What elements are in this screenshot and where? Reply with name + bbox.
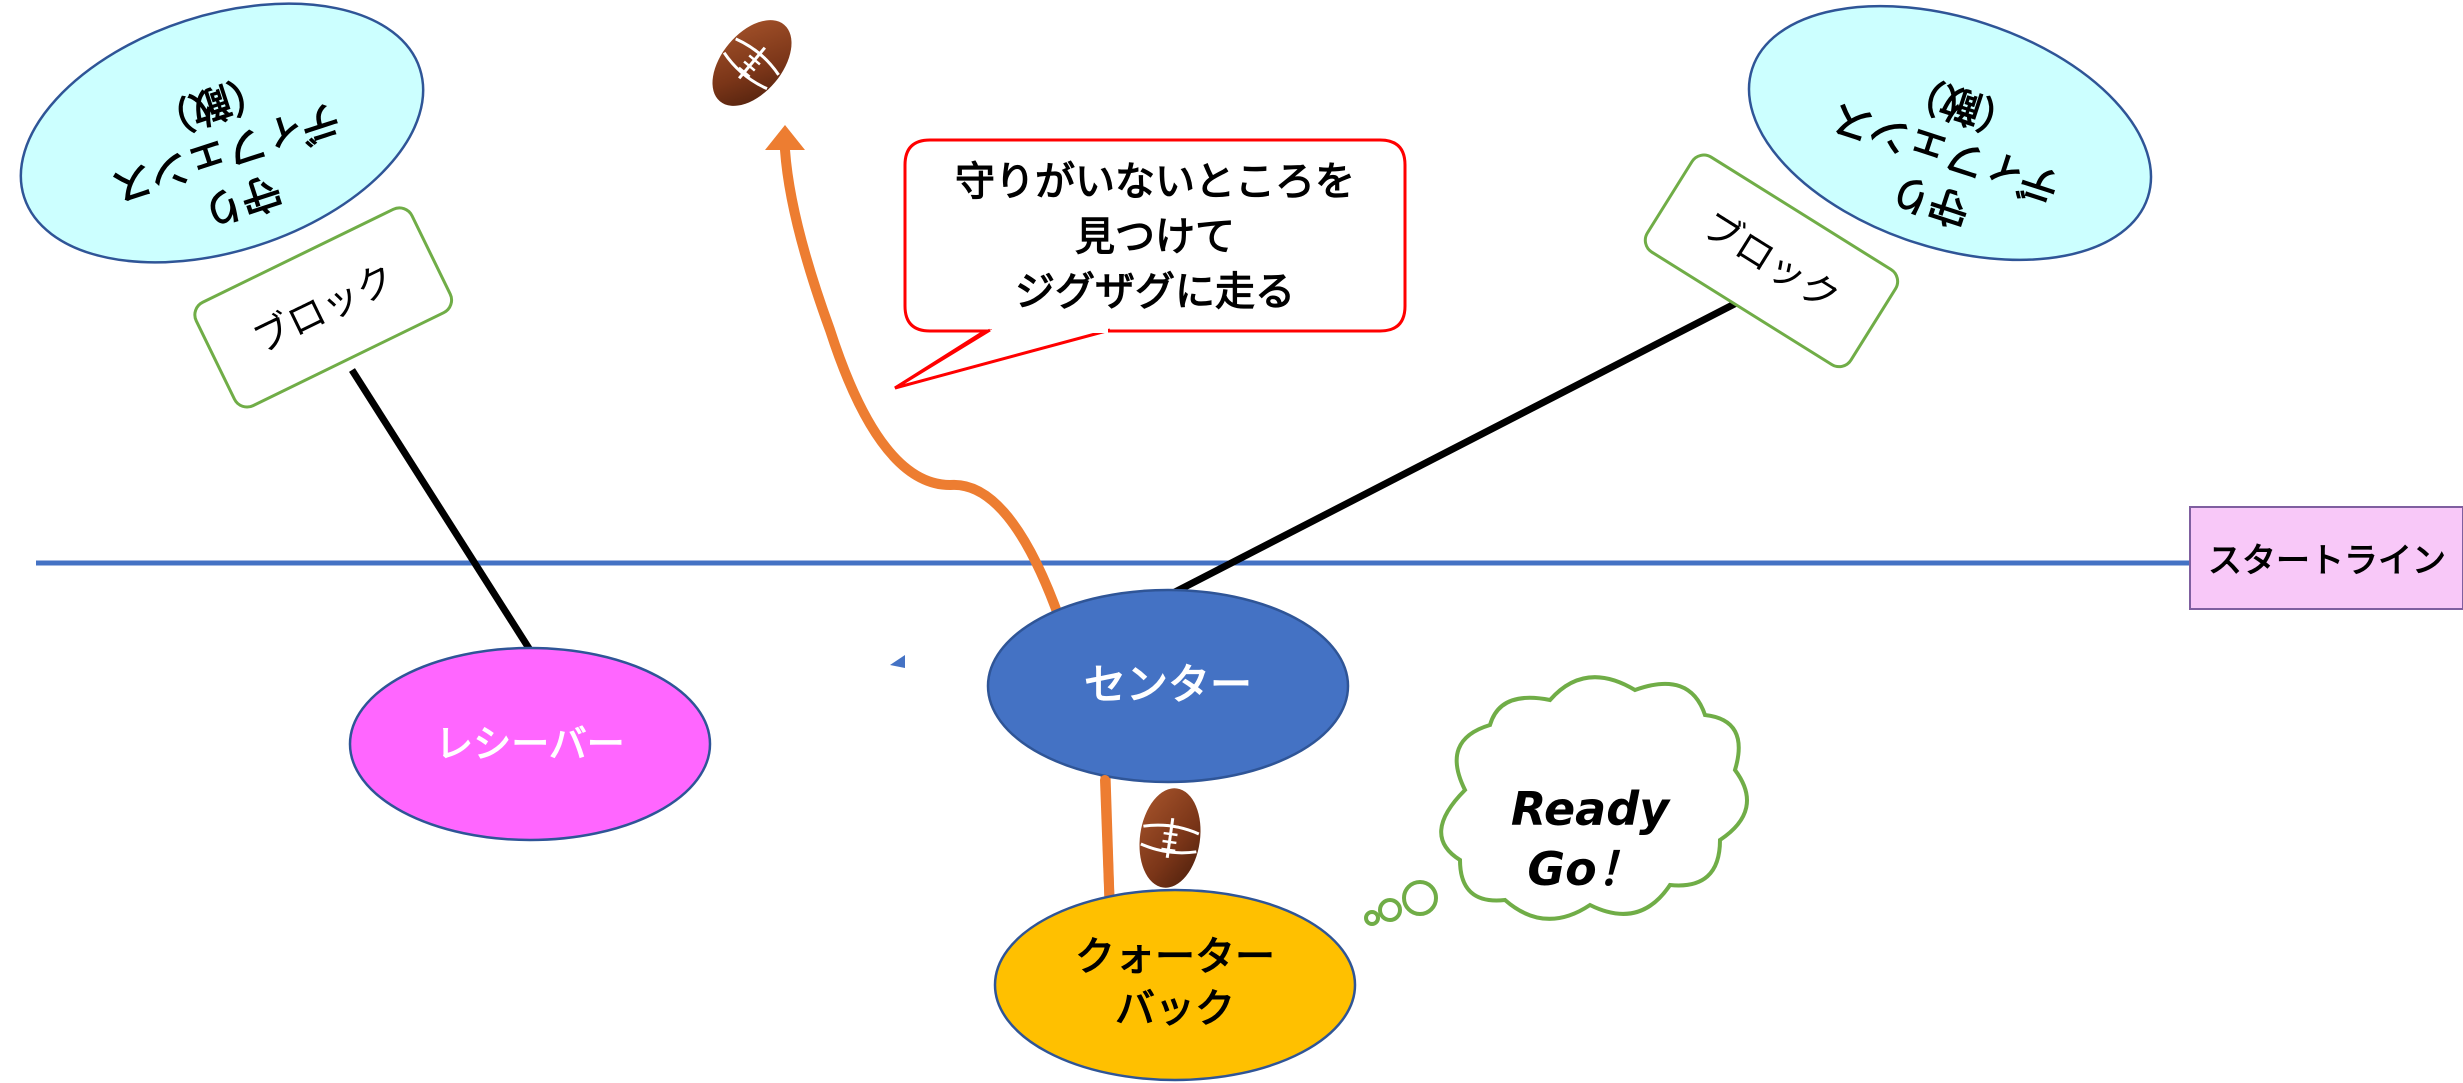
block-box-left: ブロック (193, 206, 454, 409)
football-icon (1139, 788, 1201, 888)
quarterback-label-1: クォーター (1075, 934, 1275, 980)
thought-line-2: Go！ (1527, 842, 1642, 896)
defender-right: 守り ディフェンス （敵） (1747, 4, 2153, 262)
quarterback-node: クォーター バック (993, 888, 1357, 1082)
callout-bubble: 守りがいないところを 見つけて ジグザグに走る (894, 138, 1407, 390)
block-line-left (349, 368, 533, 652)
football-icon (712, 20, 792, 106)
block-line-right (1173, 292, 1752, 596)
receiver-label: レシーバー (435, 722, 625, 766)
callout-line-3: ジグザグに走る (1015, 269, 1295, 315)
thought-cloud: Ready Go！ (1364, 675, 1749, 926)
start-line-label-box: スタートライン (2189, 506, 2463, 610)
center-label: センター (1084, 660, 1252, 709)
quarterback-label-2: バック (1115, 986, 1235, 1032)
defender-left: 守り ディフェンス （敵） (19, 2, 425, 264)
run-path-lower (1100, 775, 1115, 920)
receiver-node: レシーバー (348, 646, 712, 842)
callout-line-2: 見つけて (1075, 214, 1235, 260)
center-node: センター (986, 588, 1350, 784)
thought-line-1: Ready (1511, 782, 1671, 836)
start-line-label: スタートライン (2208, 541, 2446, 581)
callout-line-1: 守りがいないところを (955, 159, 1355, 205)
small-arrow-marker (890, 655, 905, 668)
